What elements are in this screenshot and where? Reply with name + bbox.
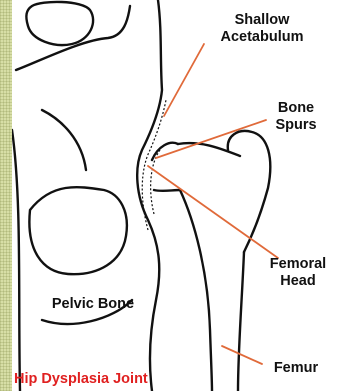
label-bone-spurs-line2: Spurs	[264, 117, 328, 134]
diagram-panel: Shallow Acetabulum Bone Spurs Femoral He…	[12, 0, 344, 391]
pelvis-left-edge	[12, 130, 20, 391]
pelvis-outline-right	[137, 0, 162, 391]
label-femoral-head: Femoral Head	[258, 256, 338, 290]
pelvis-outline	[16, 6, 130, 70]
label-femoral-head-line2: Head	[258, 273, 338, 290]
greater-trochanter	[228, 131, 271, 252]
label-shallow-acetabulum: Shallow Acetabulum	[202, 12, 322, 46]
label-bone-spurs-line1: Bone	[264, 100, 328, 117]
leader-shallow-acetabulum	[164, 44, 204, 116]
femur-neck-top	[178, 143, 240, 156]
label-femoral-head-line1: Femoral	[258, 256, 338, 273]
leader-femoral-head	[148, 166, 278, 258]
label-femur: Femur	[264, 360, 328, 377]
label-bone-spurs: Bone Spurs	[264, 100, 328, 134]
pelvis-inner-curve	[42, 110, 86, 170]
obturator-foramen	[29, 187, 126, 274]
leader-bone-spurs	[156, 120, 266, 158]
diagram-title: Hip Dysplasia Joint	[12, 369, 150, 389]
femur-shaft-right	[238, 252, 244, 391]
label-pelvic-bone: Pelvic Bone	[38, 296, 148, 313]
pelvis-upper-left-lobe	[26, 2, 93, 45]
femur-neck-bottom	[154, 190, 180, 191]
label-shallow-acetabulum-line2: Acetabulum	[202, 29, 322, 46]
leader-femur	[222, 346, 262, 364]
femur-shaft-left	[180, 190, 212, 391]
label-shallow-acetabulum-line1: Shallow	[202, 12, 322, 29]
hip-joint-illustration	[12, 0, 344, 391]
